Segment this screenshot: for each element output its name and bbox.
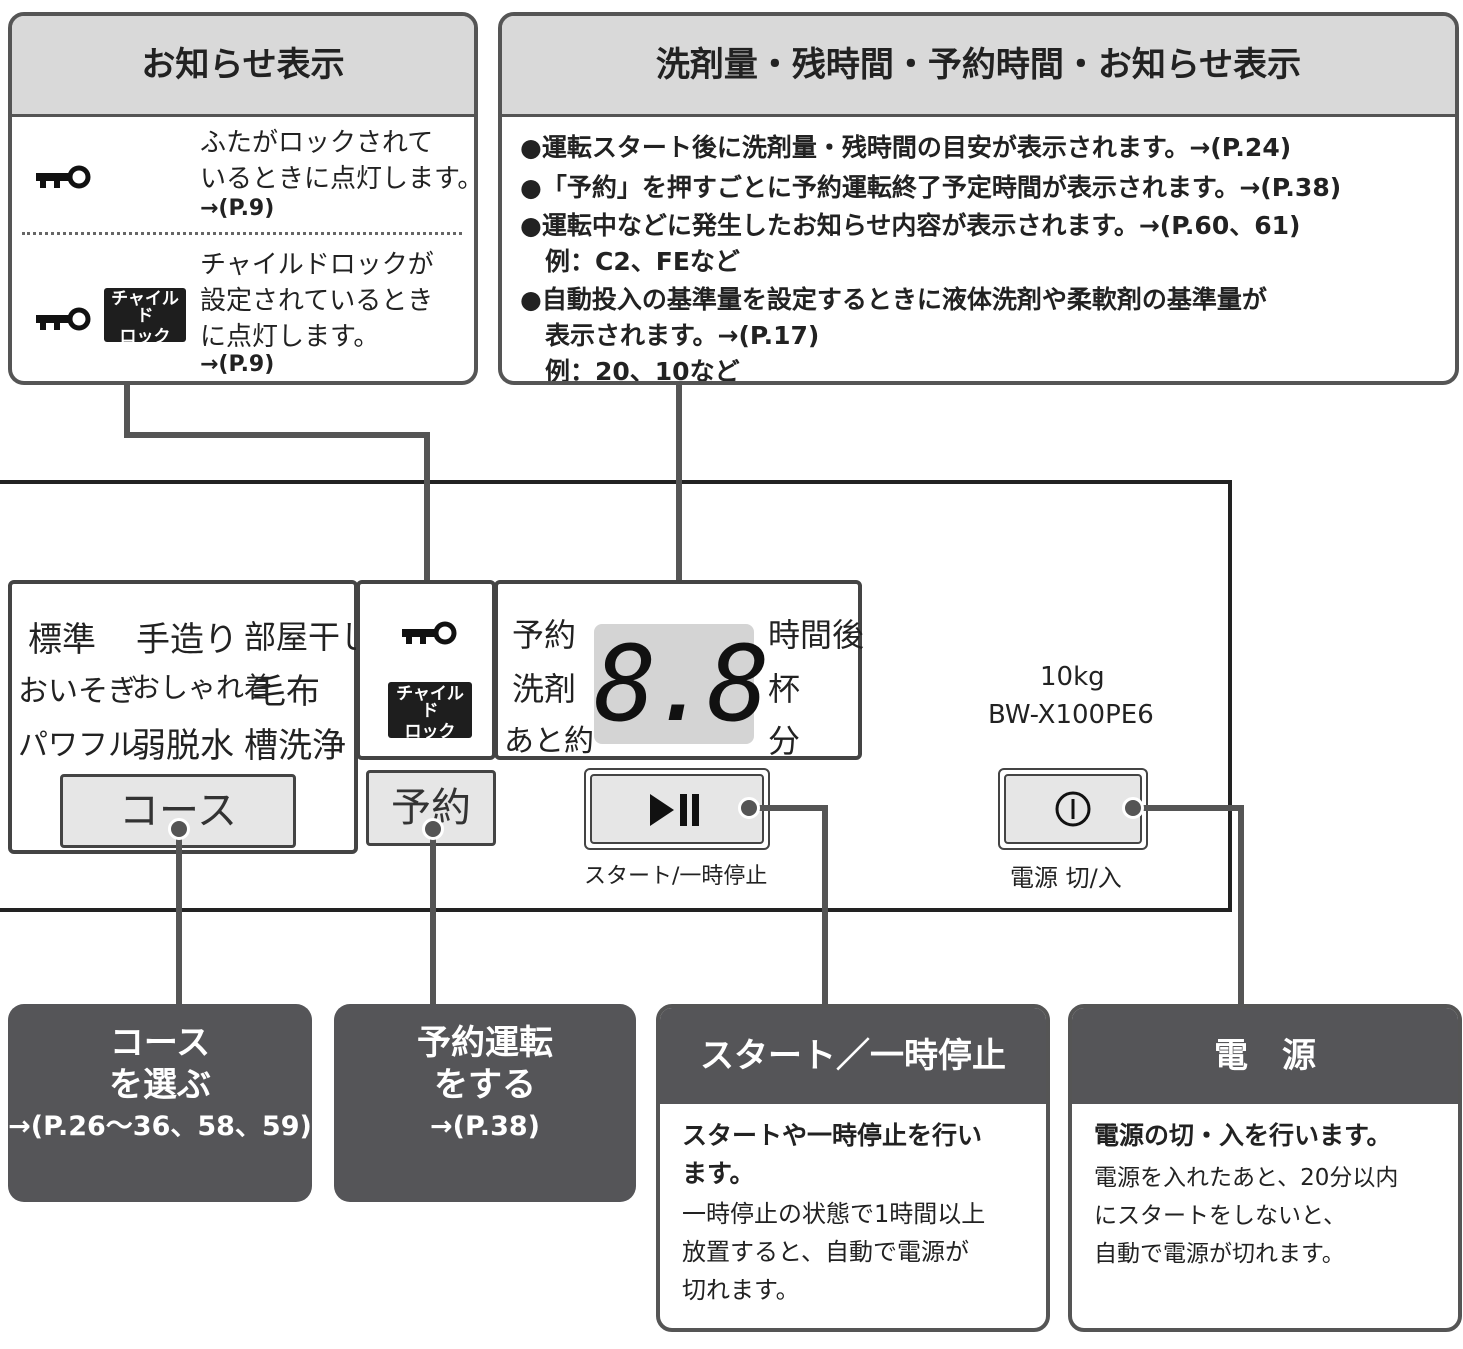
info-box: 洗剤量・残時間・予約時間・お知らせ表示 ●運転スタート後に洗剤量・残時間の目安が… (498, 12, 1459, 385)
connector-notice-v1 (124, 385, 130, 437)
callout-power-title: 電 源 (1072, 1008, 1458, 1104)
course-panel: 標準 手造り 部屋干し おいそぎ おしゃれ着 毛布 パワフル 弱脱水 槽洗浄 コ… (8, 580, 372, 854)
connector-start-h (748, 805, 828, 811)
start-pause-button-inner (590, 774, 764, 844)
notice-row1-ref: →(P.9) (200, 196, 275, 221)
washer-outline-top (0, 480, 1232, 484)
connector-reserve-v (430, 828, 436, 1008)
callout-course-ref: →(P.26〜36、58、59) (8, 1111, 312, 1142)
power-label: 電源 切/入 (1010, 864, 1122, 892)
info-line-4: 例：C2、FEなど (520, 247, 740, 276)
connector-start-v (822, 805, 828, 1005)
notice-row1-line1: ふたがロックされて (200, 128, 434, 158)
connector-dot (422, 818, 444, 840)
callout-course-line1: コース (109, 1023, 211, 1063)
course-delicate[interactable]: おしゃれ着 (132, 671, 273, 704)
callout-start-bold1: スタートや一時停止を行い (682, 1121, 983, 1150)
badge-line2: ロック (119, 327, 171, 347)
course-tub-clean[interactable]: 槽洗浄 (244, 726, 346, 766)
info-line-1: ●運転スタート後に洗剤量・残時間の目安が表示されます。→(P.24) (520, 133, 1292, 162)
info-line-3: ●運転中などに発生したお知らせ内容が表示されます。→(P.60、61) (520, 211, 1301, 240)
connector-notice-h (124, 432, 430, 438)
washer-outline-bottom (0, 908, 1232, 912)
key-lock-icon (402, 621, 457, 645)
course-light-spin[interactable]: 弱脱水 (132, 726, 234, 766)
display-label-reserve: 予約 (512, 616, 577, 654)
info-box-title: 洗剤量・残時間・予約時間・お知らせ表示 (502, 16, 1455, 117)
child-lock-badge: チャイルド ロック (104, 288, 186, 346)
callout-reserve-line1: 予約運転 (417, 1023, 553, 1063)
callout-start: スタート／一時停止 スタートや一時停止を行い ます。 一時停止の状態で1時間以上… (656, 1004, 1050, 1332)
power-button-inner (1004, 774, 1142, 844)
display-label-remaining: あと約 (504, 724, 594, 759)
callout-reserve-line2: をする (434, 1065, 536, 1105)
course-standard[interactable]: 標準 (28, 620, 96, 660)
key-lock-icon (36, 165, 91, 189)
display-unit-hours-later: 時間後 (768, 616, 865, 654)
course-quick[interactable]: おいそぎ (18, 674, 138, 709)
display-digits: 8.8 (594, 623, 770, 745)
badge-line2: ロック (404, 722, 456, 742)
callout-course-line2: を選ぶ (109, 1065, 211, 1105)
connector-dot (738, 797, 760, 819)
callout-start-title: スタート／一時停止 (660, 1008, 1046, 1104)
badge-line1: チャイルド (396, 684, 464, 721)
dotted-divider (22, 232, 462, 235)
info-line-2: ●「予約」を押すごとに予約運転終了予定時間が表示されます。→(P.38) (520, 173, 1342, 202)
info-line-7: 例：20、10など (520, 357, 740, 385)
callout-power-body1: 電源を入れたあと、20分以内 (1094, 1165, 1399, 1191)
notice-row1-line2: いるときに点灯します。 (200, 164, 478, 194)
connector-course-v (176, 828, 182, 1008)
notice-row2-line2: 設定されているとき (200, 286, 434, 316)
notice-box-title: お知らせ表示 (12, 16, 474, 117)
connector-info-v (676, 385, 682, 584)
play-pause-icon (650, 794, 699, 826)
callout-power-body3: 自動で電源が切れます。 (1094, 1241, 1345, 1267)
notice-row2-line3: に点灯します。 (200, 322, 380, 352)
connector-power-h (1132, 805, 1244, 811)
display-label-detergent: 洗剤 (512, 670, 577, 708)
display-panel: 予約 洗剤 あと約 8.8 時間後 杯 分 (494, 580, 865, 760)
seven-segment-display: 8.8 (594, 623, 770, 745)
display-unit-cups: 杯 (768, 670, 801, 708)
display-unit-minutes: 分 (768, 722, 801, 760)
connector-dot (1122, 797, 1144, 819)
course-blanket[interactable]: 毛布 (252, 672, 320, 712)
washer-outline-right (1228, 480, 1232, 912)
callout-power-bold: 電源の切・入を行います。 (1094, 1121, 1392, 1150)
lock-panel: チャイルド ロック (356, 580, 496, 760)
callout-start-body1: 一時停止の状態で1時間以上 (682, 1200, 986, 1228)
callout-start-bold2: ます。 (682, 1159, 755, 1188)
course-handmade[interactable]: 手造り (136, 620, 238, 660)
key-lock-icon (36, 307, 91, 331)
callout-start-body3: 切れます。 (682, 1276, 800, 1304)
connector-notice-v2 (424, 432, 430, 584)
course-powerful[interactable]: パワフル (18, 728, 138, 763)
notice-box: お知らせ表示 ふたがロックされて いるときに点灯します。 →(P.9) チャイル… (8, 12, 478, 385)
child-lock-badge: チャイルド ロック (388, 682, 472, 742)
callout-power: 電 源 電源の切・入を行います。 電源を入れたあと、20分以内 にスタートをしな… (1068, 1004, 1462, 1332)
course-indoor-dry[interactable]: 部屋干し (244, 618, 373, 656)
badge-line1: チャイルド (111, 289, 179, 326)
connector-power-v (1238, 805, 1244, 1005)
model-capacity: 10kg (1040, 662, 1105, 692)
info-line-5: ●自動投入の基準量を設定するときに液体洗剤や柔軟剤の基準量が (520, 285, 1267, 314)
model-name: BW-X100PE6 (988, 700, 1154, 730)
connector-dot (168, 818, 190, 840)
power-icon (1055, 791, 1091, 827)
notice-row2-ref: →(P.9) (200, 352, 275, 377)
callout-course: コース を選ぶ →(P.26〜36、58、59) (8, 1004, 312, 1202)
notice-row2-line1: チャイルドロックが (200, 250, 434, 280)
callout-reserve-ref: →(P.38) (430, 1111, 540, 1142)
callout-power-body2: にスタートをしないと、 (1094, 1203, 1347, 1229)
callout-reserve: 予約運転 をする →(P.38) (334, 1004, 636, 1202)
callout-start-body2: 放置すると、自動で電源が (682, 1238, 970, 1266)
info-line-6: 表示されます。→(P.17) (520, 321, 820, 350)
start-pause-label: スタート/一時停止 (584, 864, 768, 889)
